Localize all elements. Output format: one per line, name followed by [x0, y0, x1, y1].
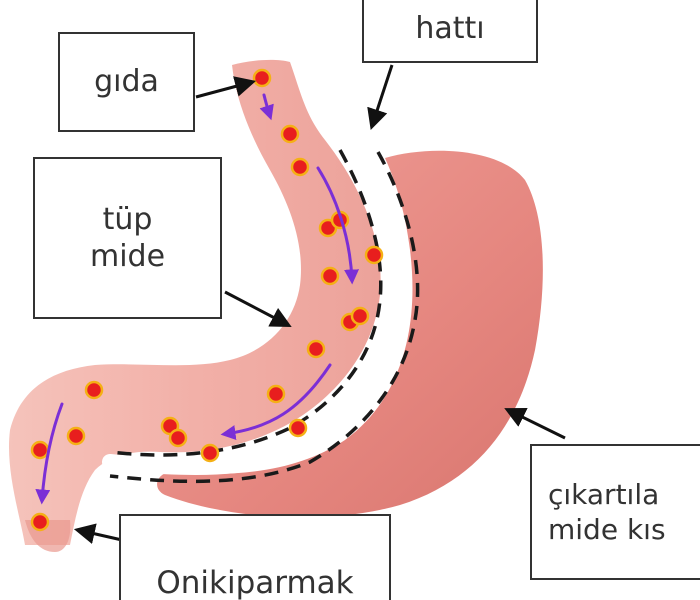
food-dot	[266, 384, 286, 404]
food-dot	[30, 512, 50, 532]
line-label: hattı	[415, 10, 485, 46]
food-dot	[306, 339, 326, 359]
removed-stomach-portion	[157, 150, 543, 518]
food-dots	[30, 68, 384, 532]
removed-pointer-arrow	[504, 407, 566, 440]
removed-portion-label-box: çıkartıla mide kıs	[530, 444, 700, 580]
tube-pointer-arrow	[224, 290, 292, 327]
duodenum-label: Onikiparmak	[156, 565, 354, 600]
duodenum-label-box: Onikiparmak	[119, 514, 391, 600]
tube-label-line1: tüp	[102, 201, 153, 237]
cut-gap	[102, 147, 408, 475]
food-dot	[30, 440, 50, 460]
pointer-arrows	[73, 64, 566, 544]
tube-label-box: tüp mide	[33, 157, 222, 319]
food-flow-arrows	[35, 93, 360, 505]
food-label: gıda	[94, 64, 159, 100]
tube-label-line2: mide	[89, 239, 166, 274]
flow-arrow	[316, 166, 360, 285]
food-dot	[84, 380, 104, 400]
removed-label-line1: çıkartıla	[548, 478, 660, 511]
duodenum-pointer-arrow	[73, 523, 123, 544]
line-pointer-arrow	[367, 64, 394, 130]
gastric-tube	[8, 59, 381, 546]
flow-arrow	[259, 93, 274, 121]
line-label-box: hattı	[362, 0, 538, 63]
food-dot	[252, 68, 272, 88]
food-dot	[320, 266, 340, 286]
food-dot	[66, 426, 86, 446]
food-dot	[200, 443, 220, 463]
food-label-box: gıda	[58, 32, 195, 132]
food-dot	[290, 157, 310, 177]
flow-arrow	[35, 402, 64, 505]
food-dot	[364, 245, 384, 265]
food-dot	[350, 306, 370, 326]
food-dot	[280, 124, 300, 144]
flow-arrow	[220, 363, 332, 441]
cut-line-inner	[109, 149, 383, 457]
removed-label-line2: mide kıs	[548, 513, 666, 546]
food-dot	[168, 428, 188, 448]
food-pointer-arrow	[195, 76, 257, 99]
food-dot	[288, 418, 308, 438]
